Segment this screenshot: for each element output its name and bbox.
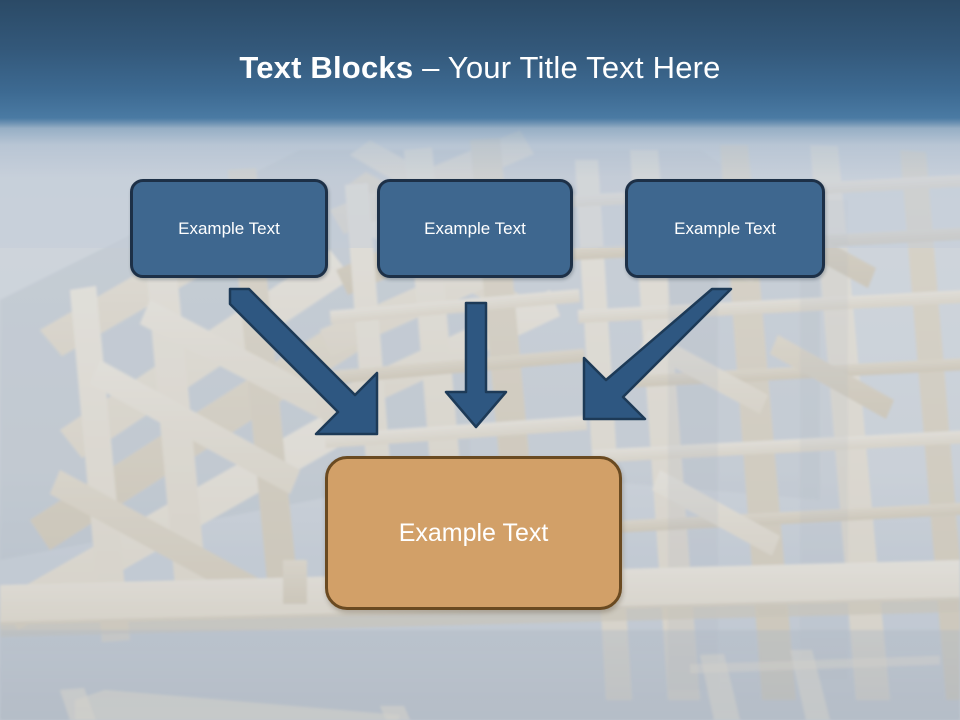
title-banner-fade — [0, 118, 960, 178]
title-banner — [0, 0, 960, 128]
text-block-1-label: Example Text — [178, 218, 280, 238]
result-text-block-label: Example Text — [398, 518, 549, 547]
result-text-block[interactable]: Example Text — [325, 456, 622, 610]
text-block-1[interactable]: Example Text — [130, 179, 328, 278]
text-block-3-label: Example Text — [674, 218, 776, 238]
page-title-light: Your Title Text Here — [447, 50, 721, 85]
page-title-separator: – — [413, 50, 448, 85]
text-block-2-label: Example Text — [424, 218, 526, 238]
text-block-2[interactable]: Example Text — [377, 179, 573, 278]
text-block-3[interactable]: Example Text — [625, 179, 825, 278]
page-title-strong: Text Blocks — [239, 50, 414, 85]
page-title: Text Blocks – Your Title Text Here — [0, 49, 960, 87]
